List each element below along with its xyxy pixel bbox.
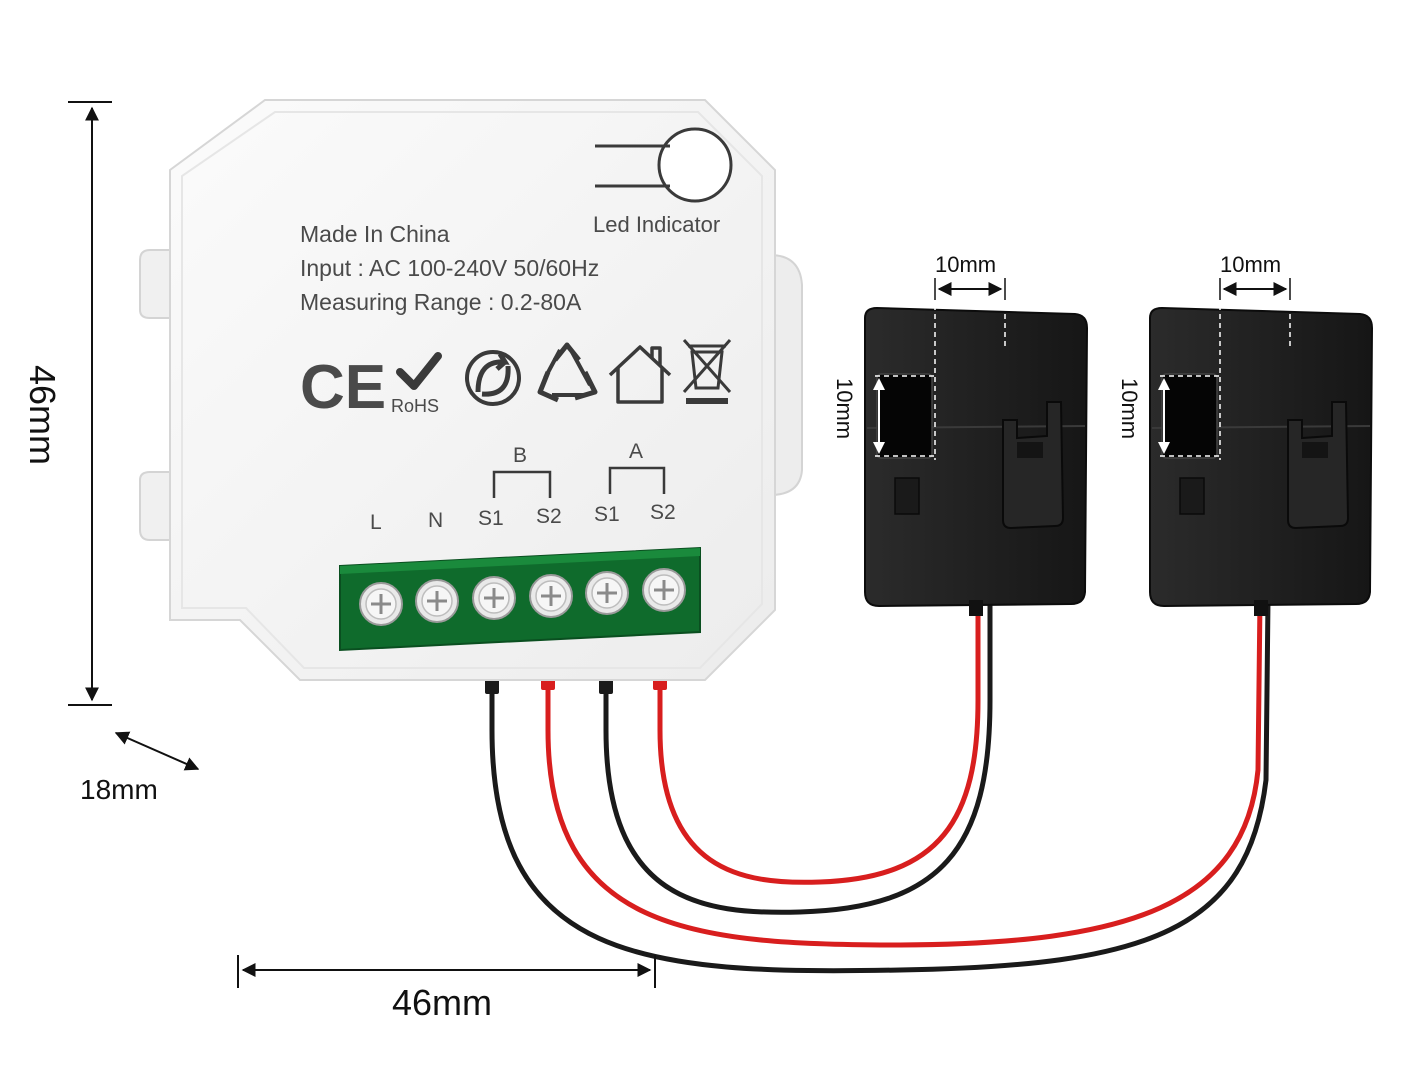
current-clamps: 10mm 10mm 10mm 10mm bbox=[832, 252, 1374, 616]
terminal-group-b-label: B bbox=[513, 444, 527, 467]
terminal-label-n: N bbox=[428, 509, 443, 532]
terminal-screws bbox=[359, 568, 686, 626]
height-dimension-label: 46mm bbox=[22, 365, 63, 465]
terminal-screw-icon bbox=[472, 576, 516, 620]
clamp-hole-label: 10mm bbox=[1117, 378, 1142, 439]
green-dot-icon bbox=[465, 350, 521, 406]
current-clamp: 10mm 10mm bbox=[832, 252, 1089, 616]
current-clamp: 10mm 10mm bbox=[1117, 252, 1374, 616]
terminal-label-l: L bbox=[370, 511, 382, 534]
led-indicator bbox=[595, 127, 733, 203]
led-indicator-label: Led Indicator bbox=[593, 212, 720, 237]
terminal-screw-icon bbox=[529, 574, 573, 618]
terminal-screw-icon bbox=[359, 582, 403, 626]
rohs-check-icon bbox=[396, 352, 442, 390]
terminal-label-a-s2: S2 bbox=[650, 501, 676, 524]
clamp-width-label: 10mm bbox=[935, 252, 996, 277]
terminal-screw-icon bbox=[585, 571, 629, 615]
device-housing: Led Indicator Made In China Input : AC 1… bbox=[139, 99, 803, 681]
terminal-group-a-label: A bbox=[629, 440, 643, 463]
terminal-label-b-s2: S2 bbox=[536, 505, 562, 528]
terminal-screw-icon bbox=[642, 568, 686, 612]
wire-red-a bbox=[657, 597, 981, 885]
wire-red-b bbox=[545, 597, 1263, 948]
recycle-icon bbox=[537, 342, 598, 403]
spec-made-in: Made In China bbox=[300, 221, 450, 247]
certification-marks: CE RoHS bbox=[300, 339, 732, 422]
wire-black-b bbox=[489, 597, 1271, 974]
width-dimension-label: 46mm bbox=[392, 982, 492, 1023]
terminal-screw-icon bbox=[415, 579, 459, 623]
dimension-lines bbox=[68, 101, 656, 988]
clamp-width-label: 10mm bbox=[1220, 252, 1281, 277]
clamp-hole-label: 10mm bbox=[832, 378, 857, 439]
wires bbox=[489, 597, 1271, 974]
spec-range: Measuring Range : 0.2-80A bbox=[300, 289, 582, 315]
weee-bin-icon bbox=[682, 339, 732, 404]
wire-black-a bbox=[603, 597, 993, 915]
rohs-label: RoHS bbox=[391, 396, 439, 416]
terminal-label-b-s1: S1 bbox=[478, 507, 504, 530]
mounting-ear-right bbox=[769, 253, 803, 497]
terminal-groups bbox=[492, 466, 666, 498]
ce-mark-icon: CE bbox=[300, 353, 386, 422]
depth-dimension-label: 18mm bbox=[80, 774, 158, 805]
indoor-use-icon bbox=[608, 345, 672, 404]
spec-input: Input : AC 100-240V 50/60Hz bbox=[300, 255, 599, 281]
terminal-label-a-s1: S1 bbox=[594, 503, 620, 526]
device-body bbox=[169, 99, 776, 681]
